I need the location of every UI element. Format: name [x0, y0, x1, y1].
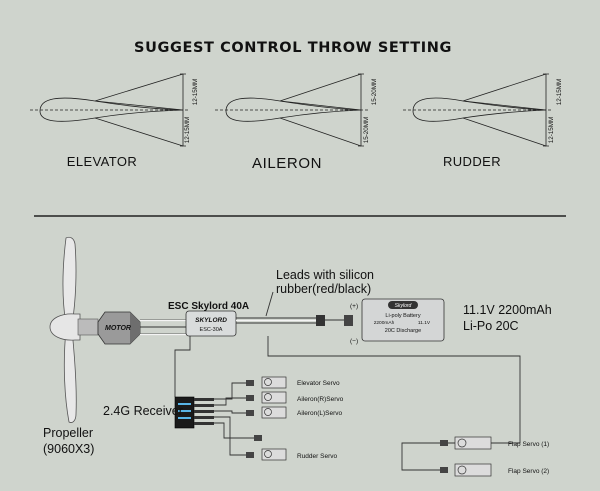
- aileron-label: AILERON: [252, 155, 322, 172]
- esc-brand: SKYLORD: [195, 317, 227, 324]
- aileron-diagram: 15-20MM 15-20MM AILERON: [215, 73, 378, 172]
- servo-elevator: Elevator Servo: [261, 376, 340, 389]
- rudder-up-dim: 12-15MM: [556, 79, 563, 106]
- servo-aileron-left: Aileron(L)Servo: [261, 406, 343, 419]
- connector-left: [316, 315, 325, 326]
- flap-servo-1: Flap Servo (1): [454, 436, 549, 450]
- battery-line2-left: 2200mAh: [374, 320, 395, 326]
- connector-right: [344, 315, 353, 326]
- page-title: SUGGEST CONTROL THROW SETTING: [134, 40, 452, 56]
- propeller-blade-top: [62, 236, 77, 326]
- esc: SKYLORD ESC-30A: [185, 310, 237, 337]
- battery-spec-line1: 11.1V 2200mAh: [463, 303, 552, 317]
- rudder-diagram: 12-15MM 12-15MM RUDDER: [403, 73, 563, 169]
- flap-servo-1-label: Flap Servo (1): [508, 441, 549, 448]
- rudder-down-dim: 12-15MM: [548, 117, 555, 144]
- flap-servo-2: Flap Servo (2): [454, 463, 549, 477]
- leads-label-line2: rubber(red/black): [276, 282, 371, 296]
- servo-elevator-label: Elevator Servo: [297, 380, 340, 387]
- battery-line1: Li-poly Battery: [385, 313, 420, 319]
- esc-model: ESC-30A: [200, 327, 223, 333]
- servo-rudder-label: Rudder Servo: [297, 453, 337, 460]
- battery-line3: 20C Discharge: [385, 328, 421, 334]
- servo-aileron-right-label: Aileron(R)Servo: [297, 396, 344, 403]
- battery: Skylord Li-poly Battery 2200mAh 11.1V 20…: [361, 298, 445, 342]
- servo-aileron-right: Aileron(R)Servo: [261, 391, 344, 404]
- propeller-blade-bottom: [63, 329, 77, 423]
- battery-body: [361, 298, 445, 342]
- motor: MOTOR: [97, 311, 141, 345]
- elevator-label: ELEVATOR: [67, 154, 137, 169]
- elevator-up-dim: 12-15MM: [192, 79, 199, 106]
- servo-rudder: Rudder Servo: [261, 448, 337, 461]
- propeller: [49, 236, 99, 423]
- esc-label: ESC Skylord 40A: [168, 301, 249, 312]
- battery-spec-line2: Li-Po 20C: [463, 319, 519, 333]
- receiver: [174, 396, 214, 429]
- propeller-label-line1: Propeller: [43, 426, 93, 440]
- elevator-diagram: 12-15MM 12-15MM ELEVATOR: [30, 73, 199, 169]
- flap-servo-2-label: Flap Servo (2): [508, 468, 549, 475]
- minus-label: (−): [350, 338, 358, 345]
- aileron-up-dim: 15-20MM: [371, 79, 378, 106]
- spinner: [49, 313, 81, 341]
- aileron-down-dim: 15-20MM: [363, 117, 370, 144]
- motor-label: MOTOR: [105, 325, 131, 332]
- receiver-label: 2.4G Receiver: [103, 404, 183, 418]
- wiring-diagram: MOTOR SKYLORD ESC-30A ESC Skylord 40A Le…: [43, 236, 552, 477]
- battery-line2-right: 11.1V: [418, 320, 431, 326]
- servo-aileron-left-label: Aileron(L)Servo: [297, 410, 343, 417]
- propeller-label-line2: (9060X3): [43, 442, 94, 456]
- esc-body: [185, 310, 237, 337]
- rudder-label: RUDDER: [443, 154, 501, 169]
- plus-label: (+): [350, 303, 358, 310]
- battery-brand: Skylord: [395, 303, 412, 309]
- elevator-down-dim: 12-15MM: [184, 117, 191, 144]
- leads-label-line1: Leads with silicon: [276, 268, 374, 282]
